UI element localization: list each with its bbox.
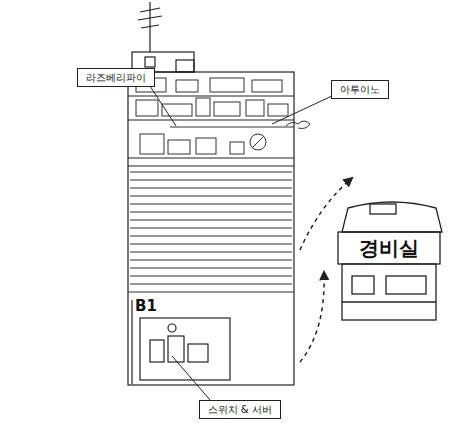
furniture: [136, 78, 310, 154]
signal-arrows: [300, 272, 324, 362]
shutter-hatch: [130, 276, 292, 277]
furniture: [176, 80, 198, 92]
basement-room: [168, 324, 176, 332]
building-outline: [128, 119, 294, 120]
furniture: [252, 136, 264, 148]
building-outline: [176, 60, 194, 72]
shutter-hatch: [130, 244, 292, 245]
furniture: [170, 127, 294, 128]
shutter-hatch: [130, 188, 292, 189]
building-outline: [141, 25, 159, 28]
furniture: [196, 98, 210, 116]
shutter-hatch: [130, 236, 292, 237]
basement-room: [150, 340, 164, 362]
furniture: [246, 100, 264, 116]
guard-booth: [386, 276, 426, 294]
shutter-hatch: [130, 196, 292, 197]
shutter-hatch: [128, 172, 294, 292]
furniture: [250, 134, 266, 150]
basement-room: [131, 300, 132, 384]
furniture: [162, 104, 192, 116]
leader-lines: [150, 86, 334, 400]
leader-lines: [172, 356, 210, 400]
furniture: [286, 121, 310, 129]
guard-booth: [338, 232, 440, 264]
furniture: [268, 104, 288, 116]
leader-lines: [272, 95, 334, 124]
building-outline: [140, 8, 160, 12]
furniture: [168, 140, 190, 154]
furniture: [140, 134, 164, 154]
guard-booth: [352, 276, 374, 294]
shutter-hatch: [130, 180, 292, 181]
shutter-hatch: [130, 212, 292, 213]
furniture: [230, 142, 244, 154]
guard-booth: [338, 202, 442, 320]
floor-label: B1: [135, 297, 157, 315]
shutter-hatch: [130, 228, 292, 229]
signal-arrows: [300, 178, 352, 362]
node-text: 스위치 & 서버: [208, 403, 272, 416]
basement-room: [188, 344, 208, 362]
building-outline: [128, 157, 294, 158]
furniture: [210, 78, 244, 92]
shutter-hatch: [128, 292, 294, 293]
guard-booth: [342, 202, 442, 232]
shutter-hatch: [130, 268, 292, 269]
guard-booth: [370, 204, 396, 214]
leader-lines: [150, 86, 176, 126]
building-outline: [145, 57, 155, 67]
guard-booth: [342, 301, 436, 302]
shutter-hatch: [130, 172, 292, 173]
callout-box: 라즈베리파이: [77, 68, 155, 87]
shutter-hatch: [130, 260, 292, 261]
basement-room: [168, 336, 184, 362]
callout-box: 스위치 & 서버: [199, 400, 281, 419]
furniture: [214, 102, 240, 116]
shutter-hatch: [130, 284, 292, 285]
shutter-hatch: [130, 252, 292, 253]
building-outline: [128, 95, 294, 96]
furniture: [196, 138, 216, 154]
callout-box: 아투이노: [331, 80, 389, 99]
building-outline: [128, 2, 294, 385]
node-text: 아투이노: [340, 83, 380, 96]
building-outline: [128, 165, 294, 166]
node-text: 라즈베리파이: [86, 71, 146, 84]
furniture: [136, 100, 158, 116]
building-outline: [128, 72, 294, 385]
node-text: 경비실: [359, 237, 419, 259]
guard-booth: [342, 264, 436, 320]
furniture: [252, 80, 282, 92]
shutter-hatch: [130, 204, 292, 205]
building-outline: [138, 16, 162, 20]
booth-sign: 경비실: [355, 237, 423, 259]
signal-arrows: [300, 178, 352, 250]
shutter-hatch: [130, 220, 292, 221]
